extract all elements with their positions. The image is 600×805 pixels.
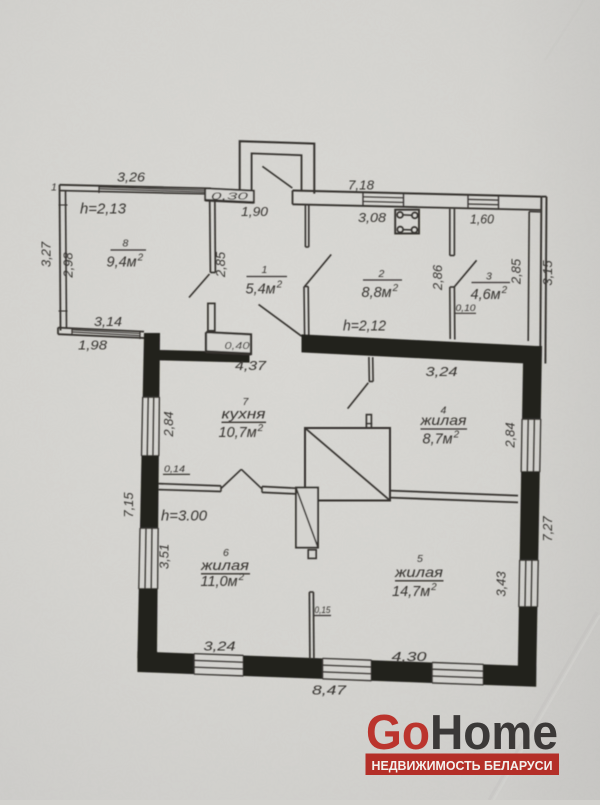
svg-text:1,90: 1,90 xyxy=(241,204,269,219)
svg-text:1: 1 xyxy=(262,264,268,276)
svg-text:3,43: 3,43 xyxy=(494,571,509,597)
svg-text:8,47: 8,47 xyxy=(312,683,347,698)
svg-text:жилая: жилая xyxy=(419,412,467,428)
svg-text:2,84: 2,84 xyxy=(161,411,176,437)
svg-text:4,30: 4,30 xyxy=(392,649,428,664)
svg-text:4,37: 4,37 xyxy=(235,358,267,373)
svg-text:h=2,13: h=2,13 xyxy=(80,202,126,218)
svg-text:2,85: 2,85 xyxy=(213,251,228,278)
svg-text:0,40: 0,40 xyxy=(225,340,250,352)
svg-text:h=2,12: h=2,12 xyxy=(343,319,386,335)
svg-text:2,85: 2,85 xyxy=(509,258,524,285)
svg-text:7,18: 7,18 xyxy=(348,178,375,193)
svg-text:h=3.00: h=3.00 xyxy=(161,508,208,525)
svg-text:3,24: 3,24 xyxy=(204,639,236,654)
svg-text:8: 8 xyxy=(123,238,129,250)
svg-text:7,27: 7,27 xyxy=(540,516,555,542)
svg-text:2,84: 2,84 xyxy=(503,422,518,448)
svg-text:7,15: 7,15 xyxy=(121,492,136,518)
svg-text:3,15: 3,15 xyxy=(540,260,555,286)
svg-text:3,24: 3,24 xyxy=(426,364,458,379)
svg-text:3,27: 3,27 xyxy=(39,241,54,267)
svg-text:3,26: 3,26 xyxy=(117,170,146,185)
svg-text:GoHome: GoHome xyxy=(366,706,558,760)
svg-text:2,98: 2,98 xyxy=(61,252,76,279)
svg-text:3: 3 xyxy=(486,271,492,283)
svg-text:0,10: 0,10 xyxy=(456,303,477,314)
svg-text:3,08: 3,08 xyxy=(358,210,387,225)
svg-text:0,14: 0,14 xyxy=(164,464,185,475)
svg-text:2,86: 2,86 xyxy=(430,264,445,291)
svg-text:0,15: 0,15 xyxy=(315,605,332,616)
svg-text:1,60: 1,60 xyxy=(470,212,495,227)
svg-text:НЕДВИЖИМОСТЬ БЕЛАРУСИ: НЕДВИЖИМОСТЬ БЕЛАРУСИ xyxy=(372,758,553,773)
svg-text:кухня: кухня xyxy=(222,406,267,422)
svg-text:1: 1 xyxy=(51,182,57,194)
svg-text:1,98: 1,98 xyxy=(78,339,107,353)
svg-text:жилая: жилая xyxy=(394,564,444,580)
svg-text:3,14: 3,14 xyxy=(94,315,122,329)
svg-text:0,30: 0,30 xyxy=(211,190,248,202)
svg-text:жилая: жилая xyxy=(200,557,250,573)
svg-text:3,51: 3,51 xyxy=(157,544,172,569)
svg-text:2: 2 xyxy=(378,268,385,280)
